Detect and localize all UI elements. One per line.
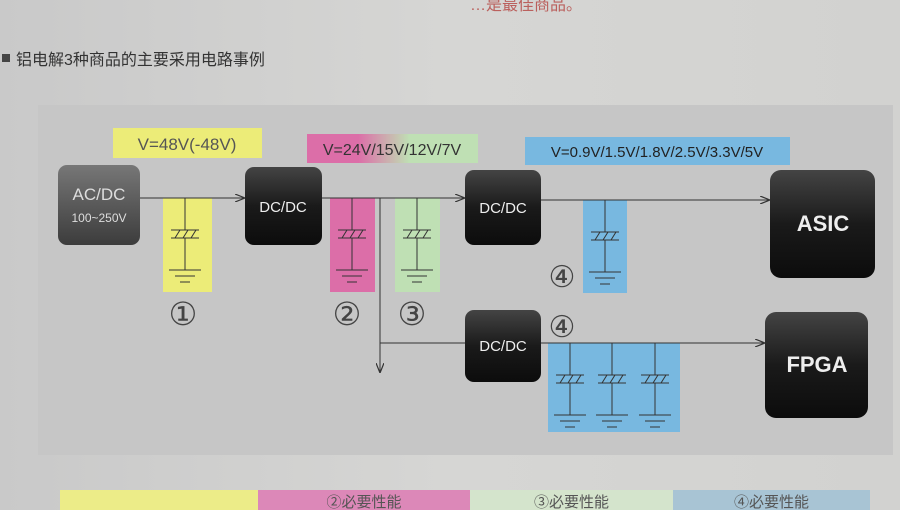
asic-block bbox=[770, 170, 875, 278]
dcdc-label-1: DC/DC bbox=[259, 199, 307, 216]
dcdc-block-2 bbox=[465, 170, 541, 245]
voltage-label-3: V=0.9V/1.5V/1.8V/2.5V/3.3V/5V bbox=[551, 144, 763, 161]
heading-text: 铝电解3种商品的主要采用电路事例 bbox=[16, 52, 265, 69]
section-heading: 铝电解3种商品的主要采用电路事例 bbox=[2, 46, 265, 70]
voltage-label-bg-3 bbox=[525, 137, 790, 165]
top-red-text: …是最佳商品。 bbox=[470, 0, 583, 14]
marker-4b: ④ bbox=[549, 311, 576, 344]
bottom-strip-2: ②必要性能 bbox=[258, 490, 470, 510]
marker-2: ② bbox=[333, 296, 362, 332]
cap-bg-1 bbox=[163, 198, 212, 292]
dcdc-block-1 bbox=[245, 167, 322, 245]
acdc-block bbox=[58, 165, 140, 245]
voltage-label-bg-2 bbox=[307, 134, 478, 163]
dcdc-label-2: DC/DC bbox=[479, 200, 527, 217]
asic-label: ASIC bbox=[797, 211, 850, 236]
fpga-block bbox=[765, 312, 868, 418]
bottom-strip-4: ④必要性能 bbox=[673, 490, 870, 510]
acdc-label: AC/DC bbox=[73, 185, 126, 204]
bottom-strip-1 bbox=[60, 490, 258, 510]
voltage-label-bg-1 bbox=[113, 128, 262, 158]
marker-3: ③ bbox=[398, 296, 427, 332]
bottom-strip-3: ③必要性能 bbox=[470, 490, 673, 510]
acdc-range: 100~250V bbox=[71, 211, 126, 225]
marker-4a: ④ bbox=[549, 261, 576, 294]
bullet-icon bbox=[2, 54, 10, 62]
dcdc-block-3 bbox=[465, 310, 541, 382]
dcdc-label-3: DC/DC bbox=[479, 338, 527, 355]
voltage-label-1: V=48V(-48V) bbox=[138, 135, 237, 154]
fpga-label: FPGA bbox=[786, 352, 847, 377]
marker-1: ① bbox=[169, 296, 198, 332]
cap-bg-4b bbox=[548, 343, 680, 432]
voltage-label-2: V=24V/15V/12V/7V bbox=[323, 142, 462, 159]
